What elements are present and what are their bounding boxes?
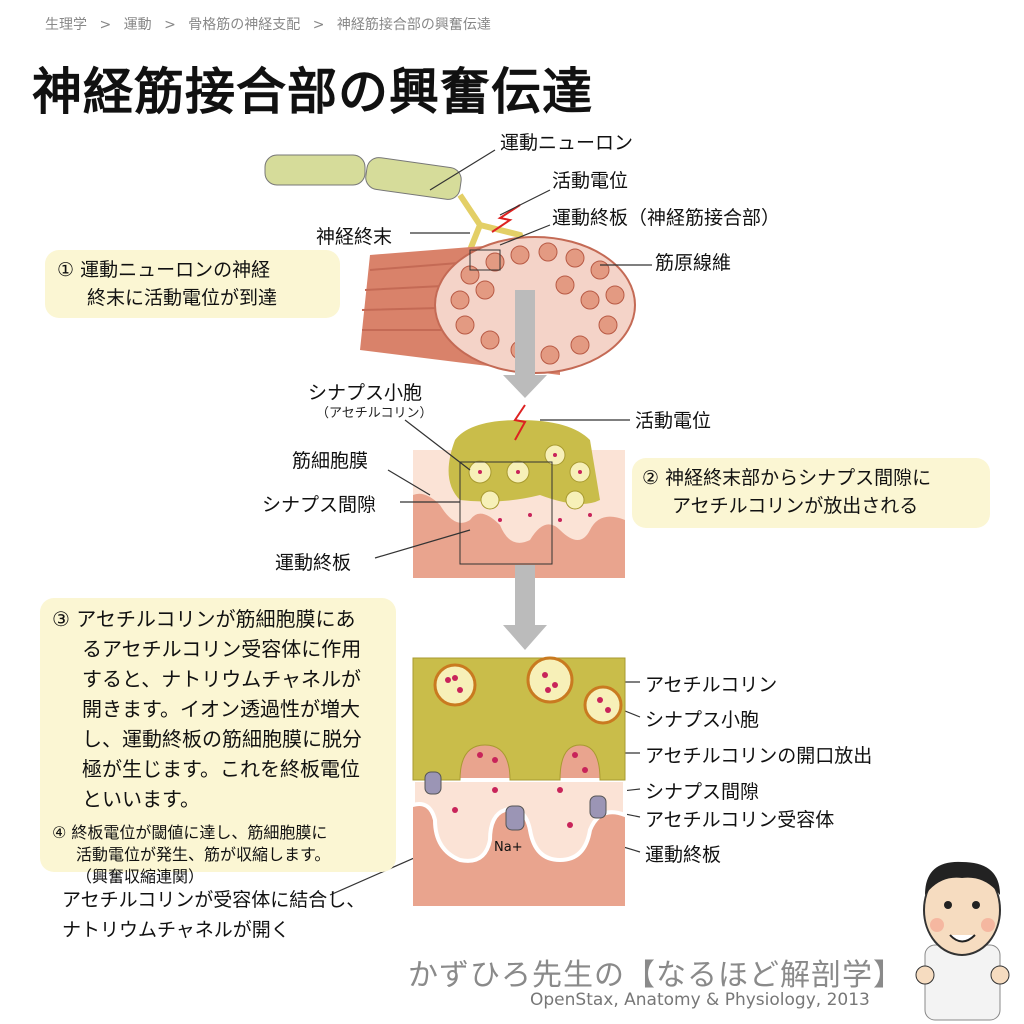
label-action-potential: 活動電位 <box>552 170 629 192</box>
breadcrumb-separator: > <box>99 17 112 33</box>
label-motor-neuron: 運動ニューロン <box>500 132 634 154</box>
breadcrumb-item[interactable]: 骨格筋の神経支配 <box>188 17 301 33</box>
label-nerve-terminal: 神経終末 <box>316 226 393 248</box>
binding-note-line: ナトリウムチャネルが開く <box>62 919 290 941</box>
step1-line: ① 運動ニューロンの神経 <box>57 259 271 281</box>
author-avatar <box>915 861 1010 1021</box>
step3-line: し、運動終板の筋細胞膜に脱分 <box>82 727 362 751</box>
label-exocytosis: アセチルコリンの開口放出 <box>645 745 873 767</box>
binding-note: アセチルコリンが受容体に結合し、 ナトリウムチャネルが開く <box>62 885 365 945</box>
muscle-fiber-illustration <box>360 236 636 375</box>
breadcrumb-item[interactable]: 生理学 <box>45 17 87 33</box>
step2-line: ② 神経終末部からシナプス間隙に <box>642 467 932 489</box>
label-end-plate: 運動終板（神経筋接合部） <box>552 207 781 229</box>
step3-line: といいます。 <box>82 787 200 811</box>
label-acetylcholine: アセチルコリン <box>645 674 778 696</box>
breadcrumb-item[interactable]: 運動 <box>123 17 152 33</box>
synapse-detail-illustration <box>411 656 627 906</box>
footer-brand: かずひろ先生の【なるほど解剖学】 <box>408 958 904 993</box>
footer-credit: OpenStax, Anatomy & Physiology, 2013 <box>530 990 870 1010</box>
synapse-overview-illustration <box>413 404 625 578</box>
step2-callout: ② 神経終末部からシナプス間隙に アセチルコリンが放出される <box>632 458 990 528</box>
step3-line: 極が生じます。これを終板電位 <box>82 757 360 781</box>
step3-line: ③ アセチルコリンが筋細胞膜にあ <box>52 607 356 631</box>
step4-line: 活動電位が発生、筋が収縮します。 <box>76 845 331 864</box>
motor-neuron-illustration <box>264 154 528 252</box>
label-action-potential-2: 活動電位 <box>635 410 712 432</box>
breadcrumb-separator: > <box>164 17 176 33</box>
label-sarcolemma: 筋細胞膜 <box>292 450 369 472</box>
label-synaptic-cleft-2: シナプス間隙 <box>645 781 760 803</box>
step1-callout: ① 運動ニューロンの神経 終末に活動電位が到達 <box>45 250 340 318</box>
label-receptor: アセチルコリン受容体 <box>645 809 835 831</box>
label-synaptic-cleft: シナプス間隙 <box>262 494 377 516</box>
step2-line: アセチルコリンが放出される <box>672 495 919 517</box>
arrow-down-icon <box>503 565 547 650</box>
label-myofibril: 筋原線維 <box>655 252 732 274</box>
breadcrumb-separator: > <box>312 17 325 33</box>
step3-line: 開きます。イオン透過性が増大 <box>82 697 360 721</box>
step4-line: （興奮収縮連関） <box>76 867 205 886</box>
arrow-down-icon <box>503 290 547 398</box>
step3-4-callout: ③ アセチルコリンが筋細胞膜にあ るアセチルコリン受容体に作用 すると、ナトリウ… <box>40 598 396 886</box>
binding-note-line: アセチルコリンが受容体に結合し、 <box>62 889 366 911</box>
breadcrumb: 生理学 > 運動 > 骨格筋の神経支配 > 神経筋接合部の興奮伝達 <box>45 14 499 34</box>
label-end-plate-3: 運動終板 <box>645 844 722 866</box>
page-title: 神経筋接合部の興奮伝達 <box>32 63 593 121</box>
step3-line: るアセチルコリン受容体に作用 <box>82 637 362 661</box>
label-acetylcholine-paren: （アセチルコリン） <box>316 406 433 421</box>
label-synaptic-vesicle: シナプス小胞 <box>308 382 423 404</box>
step3-line: すると、ナトリウムチャネルが <box>82 667 361 691</box>
label-sodium: Na+ <box>494 840 523 855</box>
breadcrumb-item-current: 神経筋接合部の興奮伝達 <box>336 17 491 33</box>
step4-line: ④ 終板電位が閾値に達し、筋細胞膜に <box>52 823 328 842</box>
label-end-plate-2: 運動終板 <box>275 552 352 574</box>
label-synaptic-vesicle-2: シナプス小胞 <box>645 709 760 731</box>
step1-line: 終末に活動電位が到達 <box>87 287 278 309</box>
